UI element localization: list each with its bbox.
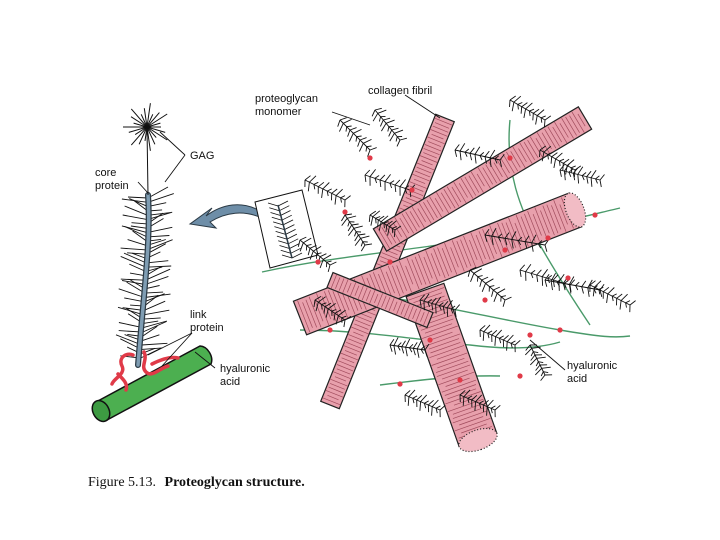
zoom-arrow-icon — [188, 204, 263, 229]
gag-bristles — [115, 186, 174, 359]
caption-title: Proteoglycan structure. — [165, 475, 305, 490]
caption-prefix: Figure 5.13. — [88, 475, 156, 490]
core-protein-label: core protein — [95, 167, 129, 192]
collagen-fibril-label: collagen fibril — [368, 85, 432, 97]
collagen-fibril — [372, 106, 593, 252]
link-protein-label: link protein — [190, 309, 224, 334]
gag-star — [123, 103, 168, 151]
link-protein-dots — [315, 155, 598, 387]
hyaluronic-acid-left-label: hyaluronic acid — [220, 363, 273, 388]
hyaluronic-acid-tube — [91, 345, 213, 423]
figure-caption: Figure 5.13. Proteoglycan structure. — [88, 473, 305, 490]
proteoglycan-monomer-label: proteoglycan monomer — [255, 93, 321, 118]
monomer-inset — [254, 189, 319, 269]
collagen-fibrils — [292, 106, 593, 453]
hyaluronic-acid-right-label: hyaluronic acid — [567, 360, 620, 385]
gag-label: GAG — [190, 150, 214, 162]
monomer-detail: GAG core protein link protein hyaluronic… — [91, 103, 273, 423]
link-protein — [110, 350, 180, 392]
